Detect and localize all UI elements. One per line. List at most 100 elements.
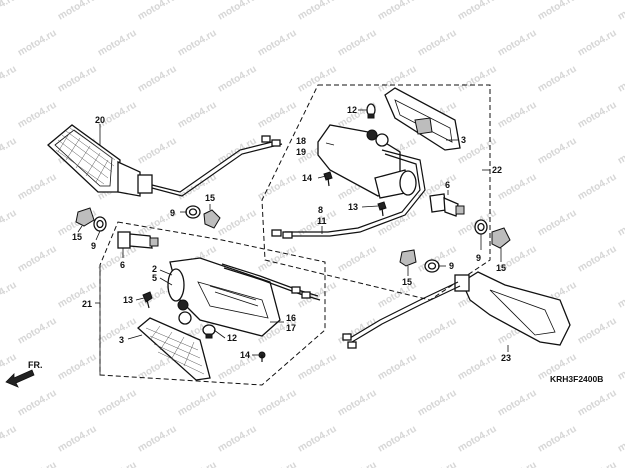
watermark-text: moto4.ru (176, 28, 219, 59)
watermark-text: moto4.ru (56, 0, 99, 23)
watermark-text: moto4.ru (176, 460, 219, 468)
callout-13[interactable]: 13 (123, 295, 133, 305)
front-direction-arrow: FR. (5, 360, 43, 388)
callout-15[interactable]: 15 (205, 193, 215, 203)
lens-3-right[interactable] (384, 87, 461, 151)
watermark-text: moto4.ru (416, 388, 459, 419)
callout-14[interactable]: 14 (302, 173, 312, 183)
watermark-text: moto4.ru (96, 460, 139, 468)
collar-15-upper[interactable] (203, 209, 221, 229)
watermark-text: moto4.ru (616, 0, 625, 23)
watermark-text: moto4.ru (0, 424, 19, 455)
watermark-text: moto4.ru (16, 244, 59, 275)
watermark-text: moto4.ru (616, 136, 625, 167)
bulb-12-right[interactable] (366, 103, 376, 119)
callout-13[interactable]: 13 (348, 202, 358, 212)
watermark-text: moto4.ru (456, 352, 499, 383)
screw-13-left[interactable] (142, 291, 153, 309)
washer-9-left[interactable] (93, 216, 107, 232)
callout-9[interactable]: 9 (449, 261, 454, 271)
watermark-text: moto4.ru (216, 0, 259, 23)
leader-lines (77, 109, 509, 375)
callout-12[interactable]: 12 (227, 333, 237, 343)
callout-12[interactable]: 12 (347, 105, 357, 115)
lens-3-left[interactable] (137, 317, 211, 381)
bulb-socket-right[interactable] (366, 129, 389, 147)
watermark-text: moto4.ru (176, 100, 219, 131)
watermark-text: moto4.ru (216, 208, 259, 239)
callout-9[interactable]: 9 (170, 208, 175, 218)
callout-15[interactable]: 15 (72, 232, 82, 242)
collar-15-left[interactable] (75, 207, 95, 227)
watermark-text: moto4.ru (0, 136, 19, 167)
washer-9-right-upper[interactable] (474, 219, 488, 235)
callout-15[interactable]: 15 (402, 277, 412, 287)
watermark-text: moto4.ru (456, 0, 499, 23)
watermark-text: moto4.ru (576, 460, 619, 468)
screw-13-right[interactable] (377, 201, 387, 217)
watermark-text: moto4.ru (216, 424, 259, 455)
watermark-text: moto4.ru (496, 388, 539, 419)
bulb-12-left[interactable] (202, 324, 216, 339)
winker-23[interactable] (342, 271, 571, 349)
watermark-text: moto4.ru (576, 388, 619, 419)
watermark-text: moto4.ru (136, 64, 179, 95)
callout-11[interactable]: 11 (317, 216, 327, 226)
watermark-text: moto4.ru (616, 208, 625, 239)
callout-6[interactable]: 6 (120, 260, 125, 270)
callout-3[interactable]: 3 (461, 135, 466, 145)
watermark-text: moto4.ru (0, 208, 19, 239)
callout-17[interactable]: 17 (286, 323, 296, 333)
callout-15[interactable]: 15 (496, 263, 506, 273)
callout-2[interactable]: 2 (152, 264, 157, 274)
watermark-text: moto4.ru (216, 352, 259, 383)
watermark-text: moto4.ru (16, 100, 59, 131)
callout-21[interactable]: 21 (82, 299, 92, 309)
collar-15-lower[interactable] (399, 249, 417, 267)
watermark-text: moto4.ru (576, 100, 619, 131)
callout-6[interactable]: 6 (445, 180, 450, 190)
watermark-text: moto4.ru (296, 352, 339, 383)
callout-18[interactable]: 18 (296, 136, 306, 146)
watermark-text: moto4.ru (376, 280, 419, 311)
bulb-socket-left[interactable] (177, 299, 192, 325)
watermark-text: moto4.ru (576, 172, 619, 203)
callout-5[interactable]: 5 (152, 273, 157, 283)
callout-22[interactable]: 22 (492, 165, 502, 175)
callout-labels: 20 15 9 6 9 15 21 2 5 13 3 12 14 16 17 1… (72, 105, 511, 363)
callout-19[interactable]: 19 (296, 147, 306, 157)
watermark-text: moto4.ru (296, 64, 339, 95)
washer-9-upper[interactable] (185, 205, 201, 219)
watermark-text: moto4.ru (256, 100, 299, 131)
watermark-text: moto4.ru (456, 64, 499, 95)
callout-9[interactable]: 9 (91, 241, 96, 251)
socket-6-right[interactable] (429, 193, 465, 217)
watermark-text: moto4.ru (56, 64, 99, 95)
callout-9[interactable]: 9 (476, 253, 481, 263)
watermark-text: moto4.ru (576, 244, 619, 275)
watermark-text: moto4.ru (456, 424, 499, 455)
watermark-text: moto4.ru (136, 424, 179, 455)
winker-20[interactable] (47, 124, 283, 197)
washer-9-lower[interactable] (424, 259, 440, 273)
callout-3[interactable]: 3 (119, 335, 124, 345)
collar-15-right-upper[interactable] (491, 227, 511, 249)
callout-16[interactable]: 16 (286, 313, 296, 323)
front-direction-label: FR. (28, 360, 43, 370)
watermark-text: moto4.ru (16, 28, 59, 59)
watermark-text: moto4.ru (416, 316, 459, 347)
screw-14-left[interactable] (258, 351, 266, 362)
wire-right (271, 149, 426, 239)
watermark-text: moto4.ru (16, 316, 59, 347)
callout-20[interactable]: 20 (95, 115, 105, 125)
watermark-text: moto4.ru (376, 424, 419, 455)
callout-8[interactable]: 8 (318, 205, 323, 215)
watermark-text: moto4.ru (16, 172, 59, 203)
callout-14[interactable]: 14 (240, 350, 250, 360)
watermark-text: moto4.ru (336, 388, 379, 419)
watermark-text: moto4.ru (336, 316, 379, 347)
screw-14-right[interactable] (323, 171, 333, 187)
socket-6-left[interactable] (117, 231, 159, 249)
callout-23[interactable]: 23 (501, 353, 511, 363)
